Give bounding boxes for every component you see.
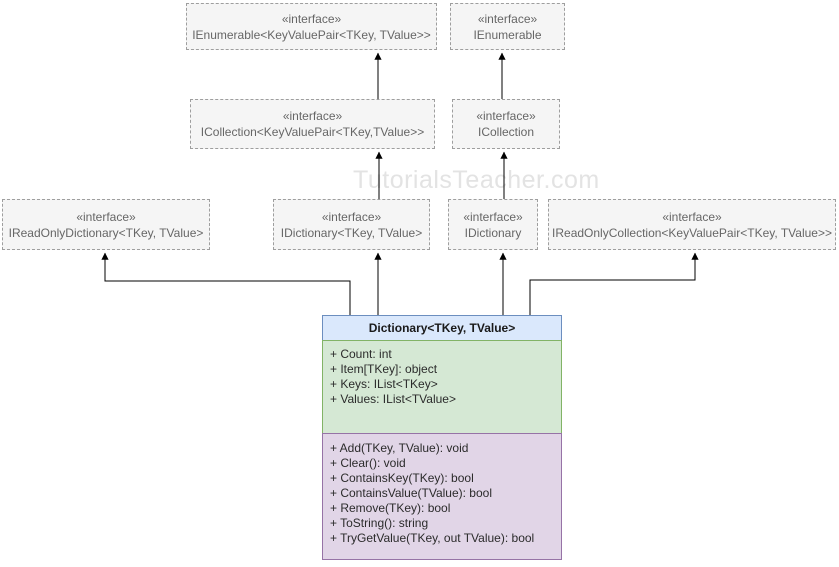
interface-name: ICollection	[477, 125, 535, 139]
property-item: + Item[TKey]: object	[330, 362, 438, 376]
method-remove: + Remove(TKey): bool	[330, 501, 451, 515]
method-tostring: + ToString(): string	[330, 516, 429, 530]
interface-ienumerable-kvp: «interface» IEnumerable<KeyValuePair<TKe…	[186, 3, 437, 50]
stereotype-label: «interface»	[463, 209, 523, 224]
edge-dictionary-to-ireadonlydictionary	[101, 252, 351, 315]
property-count: + Count: int	[330, 347, 392, 361]
interface-idictionary-generic: «interface» IDictionary<TKey, TValue>	[273, 199, 430, 250]
interface-name: ICollection<KeyValuePair<TKey,TValue>>	[200, 125, 425, 139]
property-keys: + Keys: IList<TKey>	[330, 377, 438, 391]
interface-name: IReadOnlyDictionary<TKey, TValue>	[8, 225, 204, 240]
interface-ireadonlydictionary: «interface» IReadOnlyDictionary<TKey, TV…	[2, 199, 210, 250]
stereotype-label: «interface»	[281, 11, 342, 26]
method-trygetvalue: + TryGetValue(TKey, out TValue): bool	[330, 531, 535, 545]
method-containsvalue: + ContainsValue(TValue): bool	[330, 486, 492, 500]
class-properties-section: + Count: int + Item[TKey]: object + Keys…	[322, 340, 562, 434]
class-methods-section: + Add(TKey, TValue): void + Clear(): voi…	[322, 433, 562, 560]
method-clear: + Clear(): void	[330, 456, 406, 470]
interface-name: IDictionary	[464, 225, 522, 240]
stereotype-label: «interface»	[321, 209, 382, 224]
interface-name: IEnumerable<KeyValuePair<TKey, TValue>>	[192, 27, 431, 42]
interface-icollection: «interface» ICollection	[452, 99, 560, 149]
interface-name: IDictionary<TKey, TValue>	[280, 225, 423, 240]
stereotype-label: «interface»	[477, 11, 538, 26]
interface-ienumerable: «interface» IEnumerable	[450, 3, 565, 50]
interface-name: IReadOnlyCollection<KeyValuePair<TKey, T…	[552, 225, 832, 240]
class-dictionary: Dictionary<TKey, TValue> + Count: int + …	[322, 315, 562, 560]
interface-idictionary: «interface» IDictionary	[448, 199, 538, 250]
edge-dictionary-to-ireadonlycollection	[529, 252, 699, 315]
interface-name: IEnumerable	[473, 27, 542, 42]
interface-icollection-kvp: «interface» ICollection<KeyValuePair<TKe…	[190, 99, 435, 149]
method-containskey: + ContainsKey(TKey): bool	[330, 471, 474, 485]
method-add: + Add(TKey, TValue): void	[330, 441, 469, 455]
stereotype-label: «interface»	[476, 109, 536, 123]
watermark: TutorialsTeacher.com	[353, 166, 600, 194]
stereotype-label: «interface»	[76, 209, 136, 224]
stereotype-label: «interface»	[662, 209, 722, 224]
property-values: + Values: IList<TValue>	[330, 392, 456, 406]
stereotype-label: «interface»	[282, 109, 343, 123]
interface-ireadonlycollection-kvp: «interface» IReadOnlyCollection<KeyValue…	[548, 199, 836, 250]
class-title: Dictionary<TKey, TValue>	[322, 315, 562, 341]
